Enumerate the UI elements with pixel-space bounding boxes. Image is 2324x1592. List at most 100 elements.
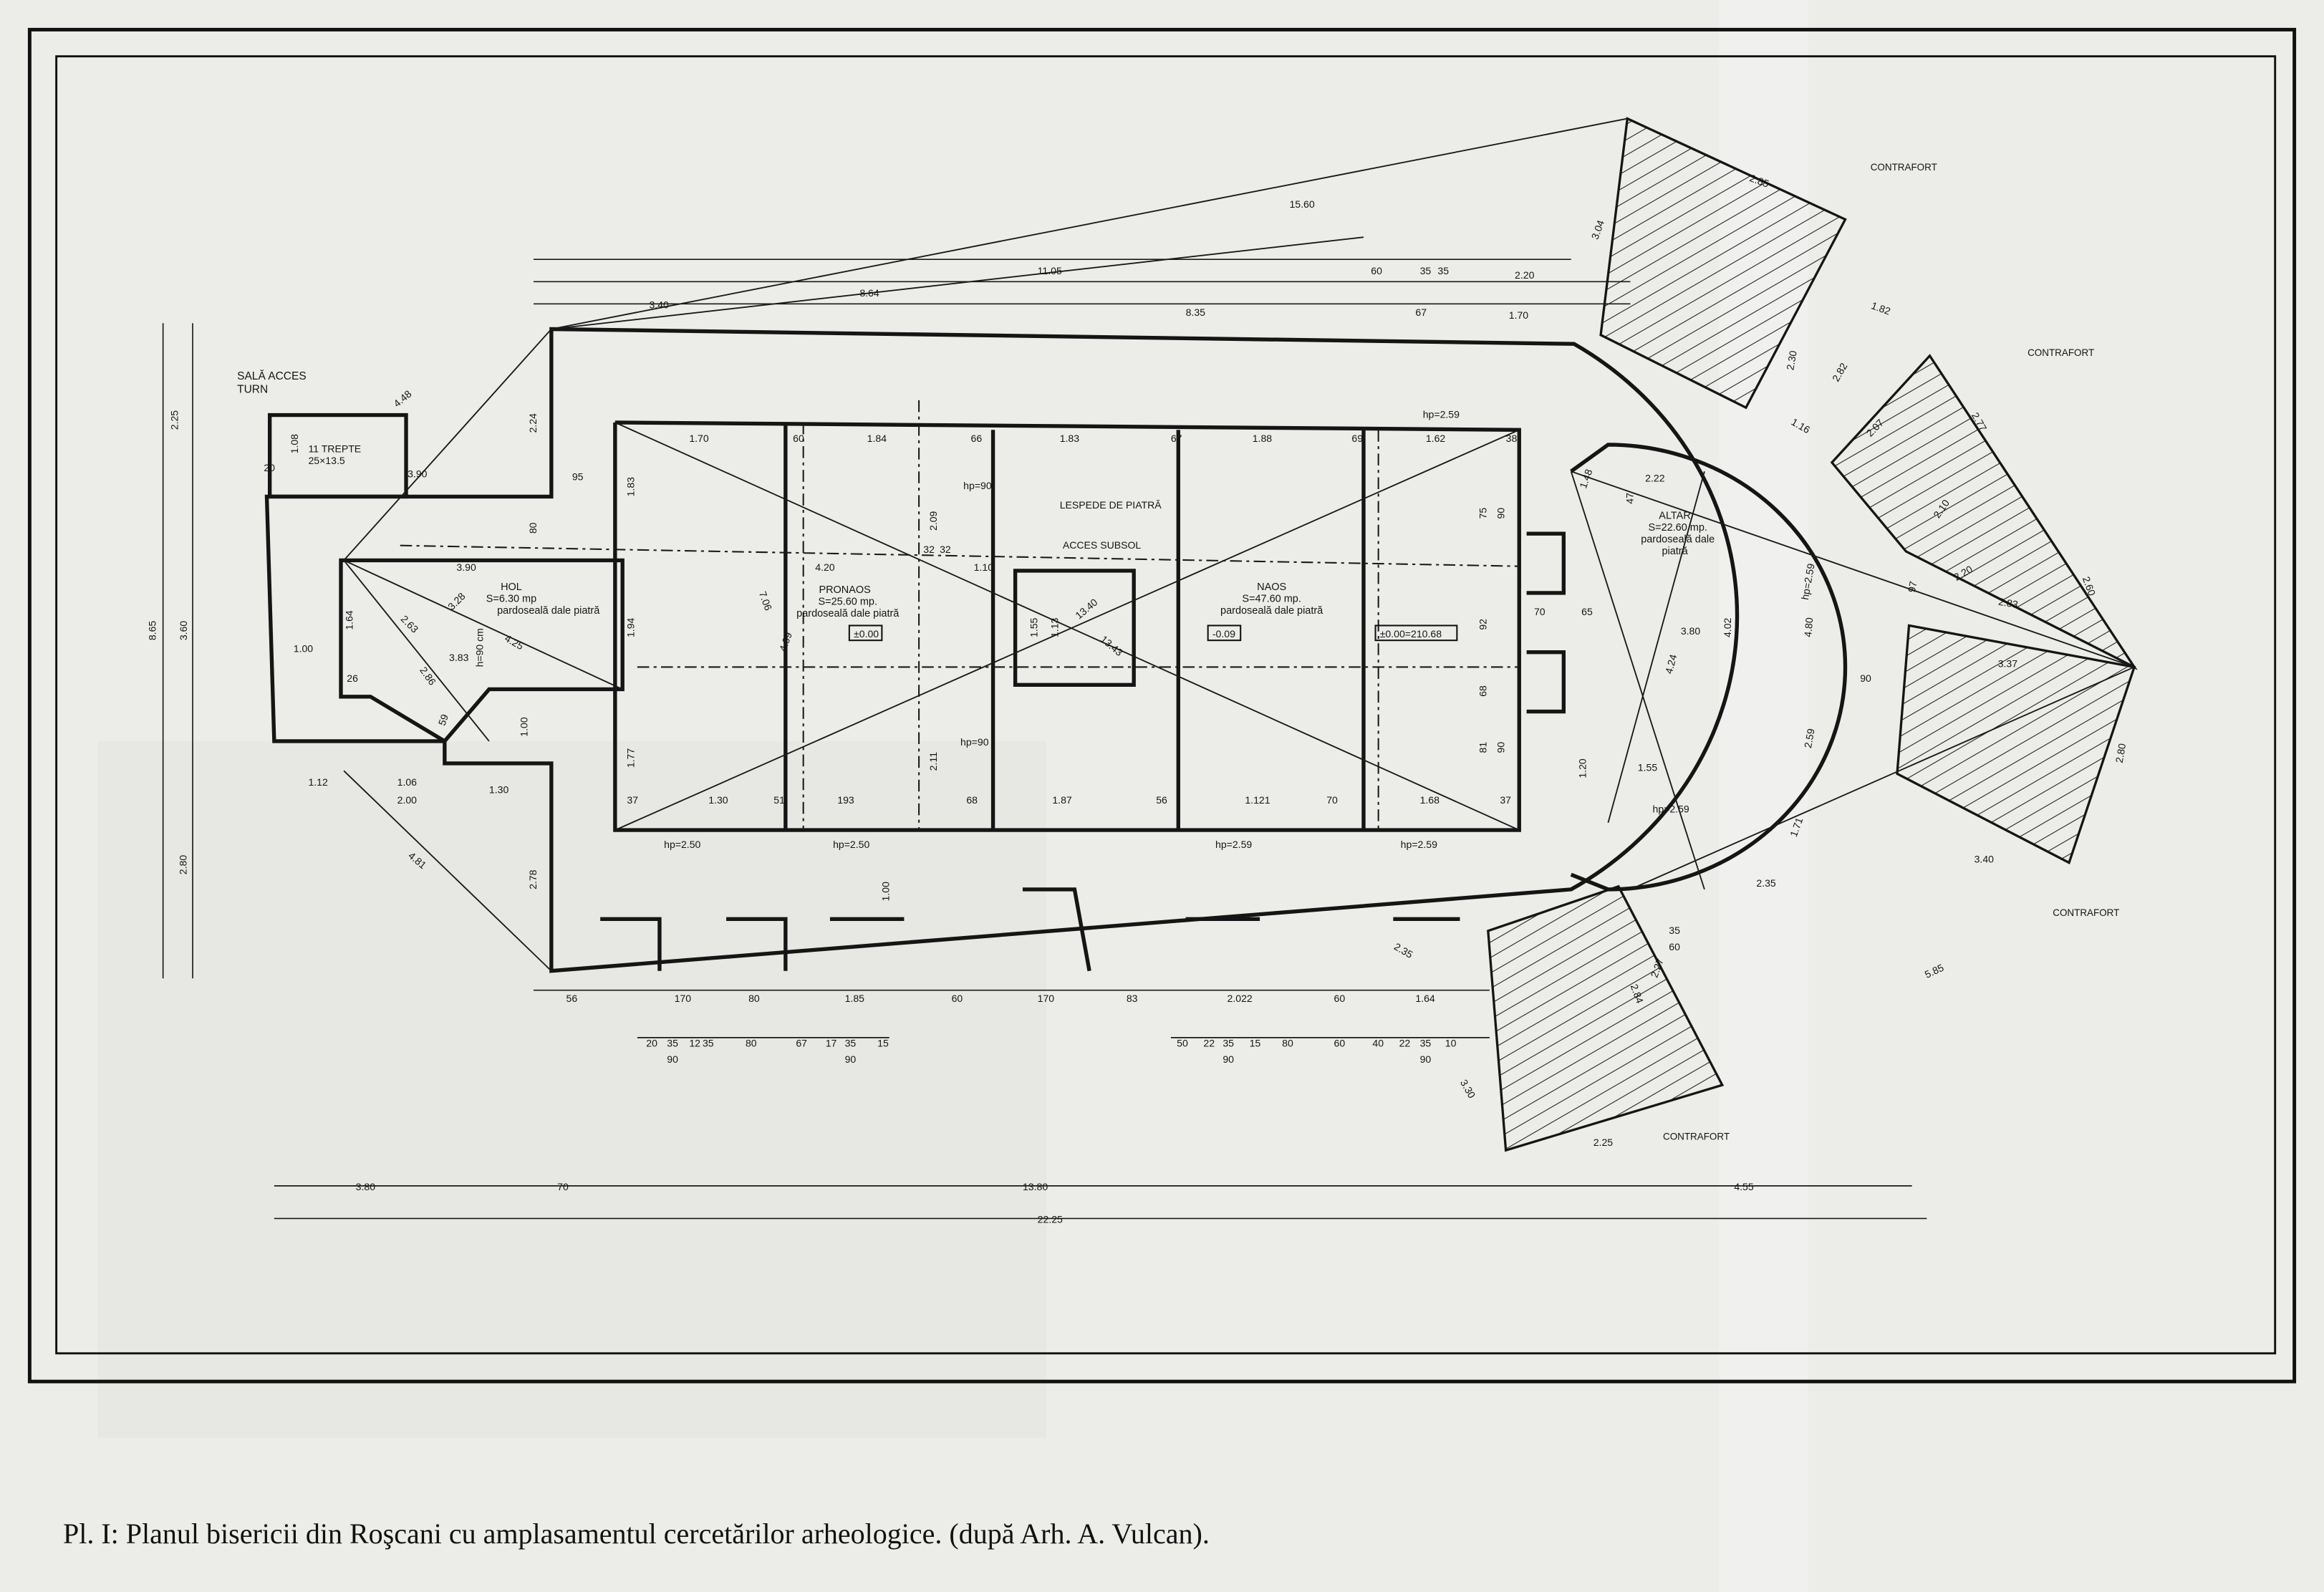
dimension-label: 90 [1495,742,1507,753]
dimension-label: 10 [1445,1037,1457,1048]
dimension-label: 11 TREPTE [308,443,361,454]
outer-frame [27,27,2297,1384]
dimension-label: 2.80 [2113,743,2128,764]
dimension-label: PRONAOS [819,584,870,596]
dimension-label: ±0.00 [854,628,879,640]
dimensions-nave: 1.70 60 1.84 66 1.83 67 1.88 69 1.62 38 … [627,433,1517,806]
dimension-label: 1.30 [708,794,728,806]
buttresses [1487,117,2138,1152]
dimension-label: 69 [1351,433,1363,444]
dimension-label: 81 [1477,742,1489,753]
dimension-label: 90 [1420,1053,1432,1065]
dimension-label: 90 [1860,672,1871,684]
dimension-label: 35 [1437,265,1449,276]
dimension-label: 193 [837,794,854,806]
dimension-label: CONTRAFORT [1871,162,1937,173]
dimension-label: 8.35 [1186,307,1206,318]
hol-wall [339,558,625,744]
dimension-label: hp=2.59 [1423,409,1460,420]
level-reference: ±0.00=210.68 [1374,624,1458,642]
dimension-label: ALTAR [1659,510,1690,521]
dimension-label: ±0.00=210.68 [1380,628,1442,640]
dimension-label: 60 [1334,993,1346,1004]
dimension-label: 80 [1282,1037,1293,1048]
dimension-label: 51 [773,794,785,806]
dimension-label: 1.08 [289,434,300,454]
dimension-label: 2.30 [1784,349,1799,371]
dimension-label: 2.11 [927,752,939,771]
dimension-label: 32 [923,544,935,555]
dimension-label: 8.65 [146,621,158,641]
dimension-label: 4.24 [1663,653,1679,675]
dimension-label: 35 [1420,1037,1432,1048]
dimension-label: 17 [826,1037,837,1048]
dimension-label: 40 [1372,1037,1384,1048]
dimension-label: 3.40 [649,299,669,311]
dimension-label: 1.87 [1052,794,1072,806]
dimension-label: CONTRAFORT [2028,347,2094,358]
scan-shadow [97,740,1047,1438]
dimension-label: ACCES SUBSOL [1063,539,1142,551]
basement-access [1013,569,1136,687]
dimension-label: 1.10 [974,561,994,573]
dimension-label: hp=2.59 [1215,839,1252,850]
annotations: LESPEDE DE PIATRĂ ACCES SUBSOL CONTRAFOR… [1060,162,2120,1142]
dimension-label: 2.25 [1593,1137,1614,1148]
dimension-label: 3.37 [1998,657,2018,669]
dimension-label: hp=2.50 [833,839,869,850]
dimensions-pronaos: 4.20 1.10 2.09 32 32 7.06 4.09 2.11 1.00… [757,511,1125,901]
dimension-label: 3.83 [449,652,469,663]
dimension-label: 95 [572,471,584,483]
dimension-label: 60 [1334,1037,1346,1048]
dimension-label: 1.00 [519,717,530,737]
dimension-label: 67 [1171,433,1182,444]
dimension-label: 38 [1506,433,1518,444]
dimension-label: LESPEDE DE PIATRĂ [1060,499,1162,511]
dimension-label: NAOS [1257,582,1286,593]
dimension-label: 70 [1326,794,1338,806]
height-marks: hp=2.59 hp=90 hp=90 hp=2.50 hp=2.50 hp=2… [664,409,1817,850]
dimension-label: 4.20 [815,561,835,573]
dimension-label: 2.09 [927,511,939,531]
dimension-label: 1.83 [625,477,637,497]
dimension-label: 67 [1415,307,1427,318]
dimension-label: S=6.30 mp [486,593,536,604]
dimension-label: 1.12 [308,776,328,788]
dimension-label: 22 [1203,1037,1215,1048]
dimension-label: 2.24 [527,413,539,433]
dimension-label: S=47.60 mp. [1242,593,1301,604]
dimension-label: 60 [1371,265,1382,276]
dimension-label: 15 [1250,1037,1261,1048]
dimensions-naos-sides: 75 90 92 68 81 90 70 65 [1477,508,1593,753]
outer-wall [264,327,1740,973]
dimension-label: 2.00 [397,794,418,806]
dimension-label: 80 [748,993,760,1004]
dimension-label: 2.83 [1997,596,2019,611]
dimension-label: 70 [557,1181,569,1192]
dimension-label: 3.90 [408,468,428,479]
buttress-east [1896,624,2136,865]
dimensions-altar: 47 2.22 4.24 3.80 4.02 1.55 4.80 2.59 90… [1576,468,1919,778]
dimension-label: hp=2.59 [1401,839,1437,850]
dimension-label: 3.80 [356,1181,376,1192]
dimension-label: 1.83 [1060,433,1080,444]
dimension-label: 1.121 [1245,794,1270,806]
dimension-label: 1.64 [1415,993,1435,1004]
dimension-label: CONTRAFORT [2053,907,2119,918]
dimension-label: 35 [1669,925,1680,936]
dimension-label: 90 [1223,1053,1234,1065]
dimension-label: 13.80 [1023,1181,1048,1192]
dimension-label: 2.59 [1802,728,1817,749]
dimension-label: 1.00 [880,882,892,902]
dimensions-top: 15.60 11.05 8.64 8.35 3.40 60 35 35 2.20… [649,172,1770,321]
dimension-label: 11.05 [1038,265,1062,276]
dimension-label: 1.64 [344,610,355,630]
dimension-label: 2.80 [178,855,189,875]
dimension-label: 37 [627,794,638,806]
south-wall-niches [600,887,1460,972]
dimension-label: 66 [971,433,983,444]
dimension-label: 1.68 [1420,794,1440,806]
dimension-label: 1.70 [689,433,709,444]
dimension-label: 3.60 [178,621,189,641]
dimension-label: 1.30 [489,783,509,795]
